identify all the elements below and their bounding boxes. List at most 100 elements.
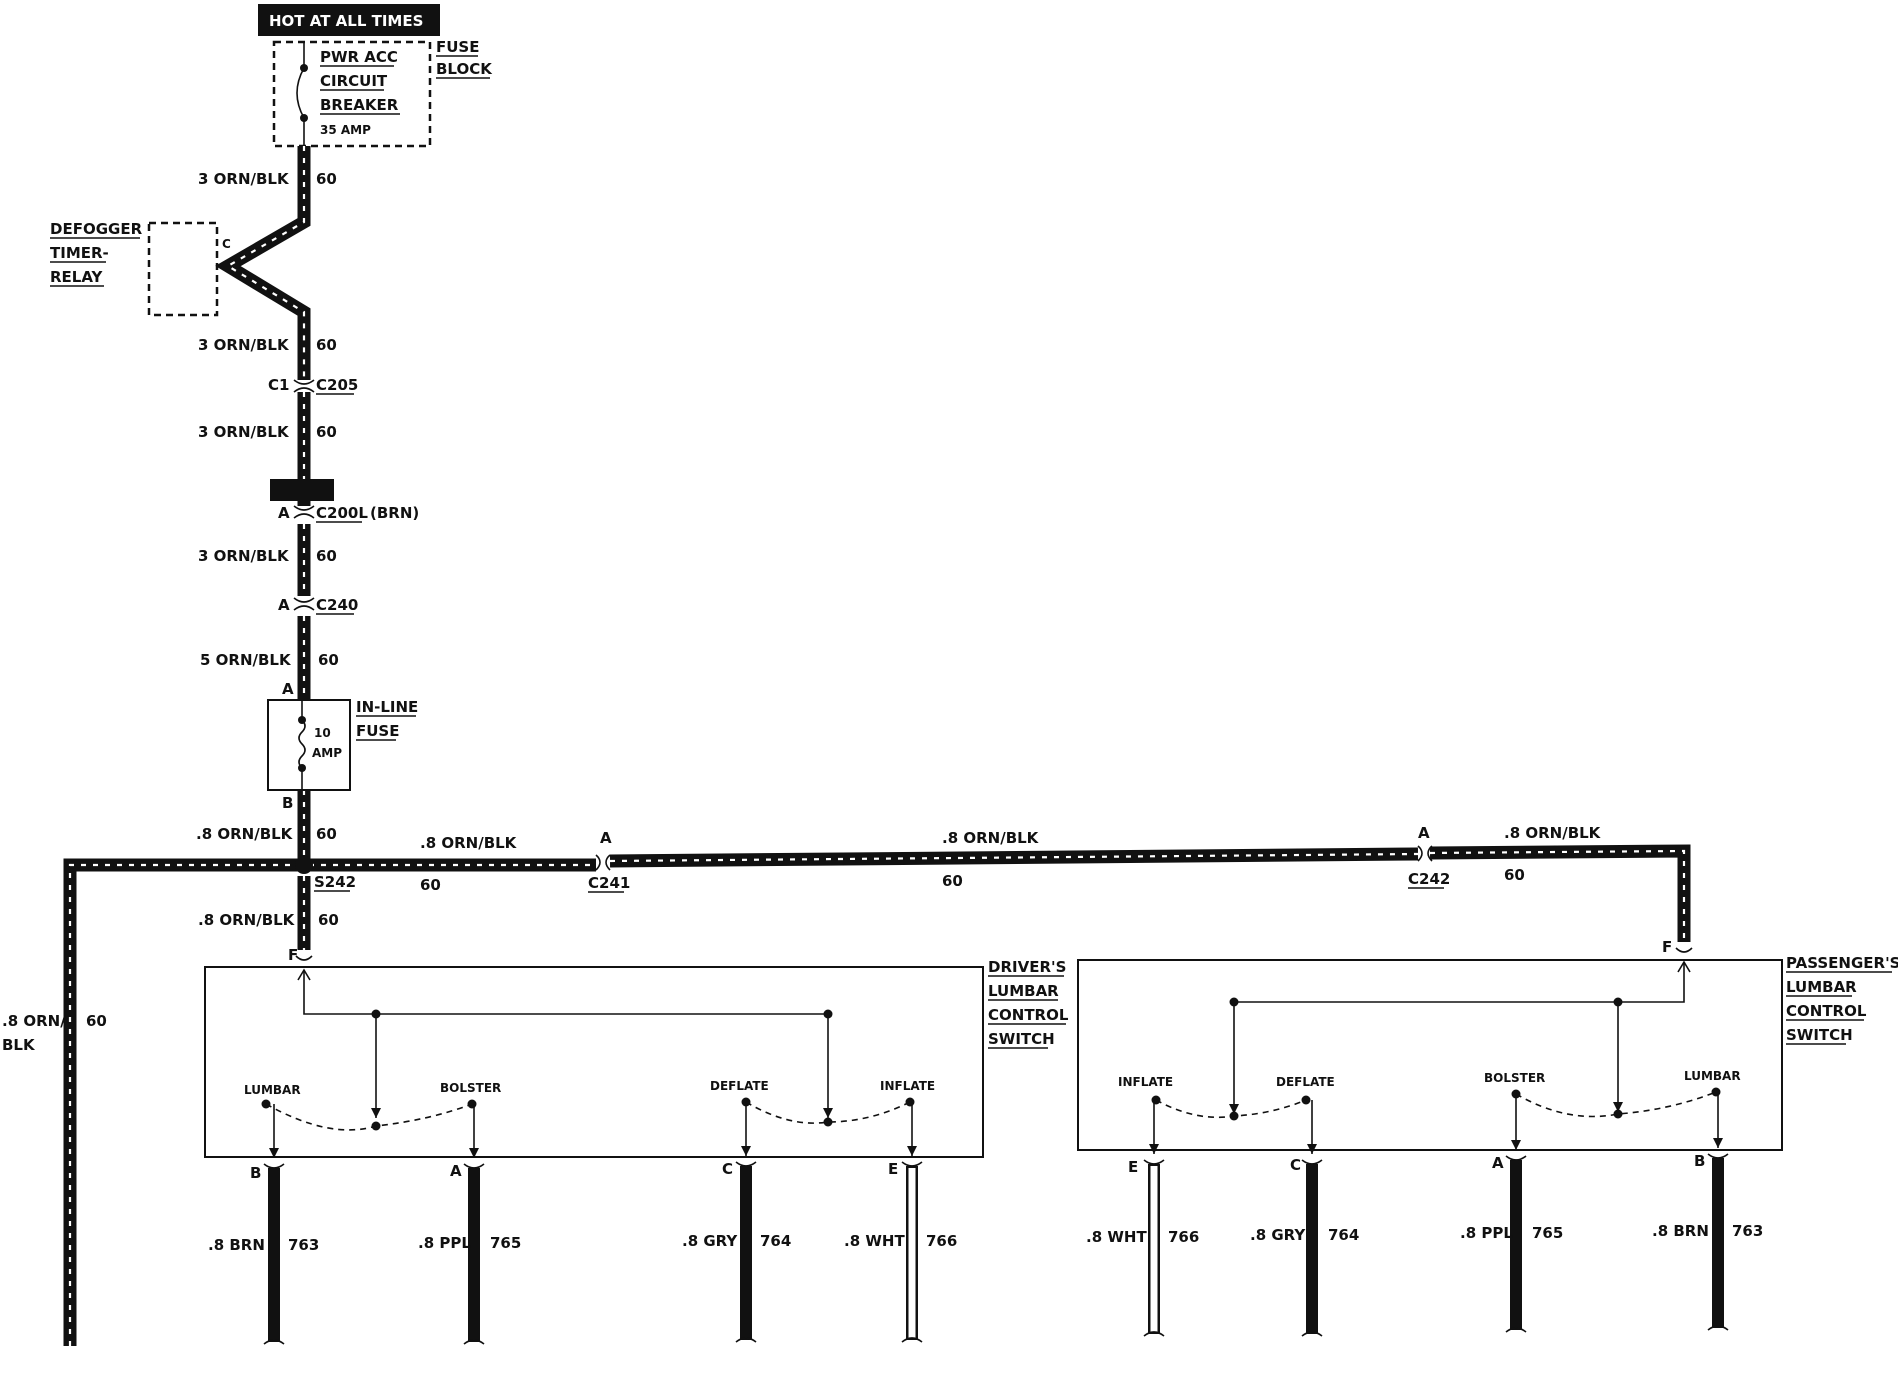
passengers-lumbar-switch: F INFLATE DEFLATE BOLSTER LUMBAR PA [1077,938,1898,1154]
connector-name: C205 [316,376,358,394]
connector-pin: C [1290,1156,1301,1174]
connector-pin: B [282,794,293,812]
circuit-number: 60 [318,651,339,669]
bus-wire: S242 .8 ORN/BLK 60 .8 ORN/BLK 60 .8 ORN/… [2,824,1691,1346]
connector-note: (BRN) [370,504,419,522]
connector-pin: B [250,1164,261,1182]
connector-pin: A [1492,1154,1504,1172]
wire-label: 3 ORN/BLK [198,170,290,188]
connector-pin: F [288,946,298,964]
breaker-label-2: CIRCUIT [320,72,388,90]
drivers-output-wires: B A C E .8 BRN 763 .8 PPL 765 .8 GRY 764… [208,1160,957,1345]
wire-label: .8 ORN/BLK [1504,824,1602,842]
connector-pin: A [278,596,290,614]
fuse-rating-unit: AMP [312,746,342,760]
connector-pin: A [450,1162,462,1180]
breaker-box [272,40,432,148]
drivers-switch-title-1: DRIVER'S [988,958,1066,976]
circuit-number: 764 [760,1232,791,1250]
wire-label: 5 ORN/BLK [200,651,292,669]
splice-s242 [295,856,313,874]
circuit-number: 60 [1504,866,1525,884]
circuit-breaker-icon [296,67,305,119]
circuit-number: 60 [942,872,963,890]
wire-label: .8 WHT [844,1232,905,1250]
breaker-label-1: PWR ACC [320,48,398,66]
drivers-switch-title-2: LUMBAR [988,982,1059,1000]
wire-label: .8 ORN/BLK [942,829,1040,847]
defogger-timer-relay: C DEFOGGER TIMER- RELAY [50,220,231,317]
circuit-number: 60 [316,170,337,188]
drivers-switch-title-3: CONTROL [988,1006,1069,1024]
drivers-switch-title-4: SWITCH [988,1030,1055,1048]
splice-name: S242 [314,873,356,891]
passengers-output-wires: E C A B .8 WHT 766 .8 GRY 764 .8 PPL 765… [1086,1152,1763,1337]
connector-name: C200L [316,504,368,522]
wire-label: .8 GRY [682,1232,738,1250]
connector-pin: C1 [268,376,289,394]
connector-name: C241 [588,874,630,892]
circuit-number: 764 [1328,1226,1359,1244]
wire-label: .8 ORN/BLK [198,911,296,929]
switch-position-bolster: BOLSTER [440,1081,501,1095]
circuit-number: 766 [1168,1228,1199,1246]
circuit-number: 60 [316,825,337,843]
connector-pin: A [1418,824,1430,842]
passengers-switch-title-2: LUMBAR [1786,978,1857,996]
circuit-number: 60 [316,547,337,565]
wire-label: .8 PPL [1460,1224,1513,1242]
circuit-number: 766 [926,1232,957,1250]
connector-c200l: A C200L (BRN) [270,479,419,523]
switch-position-inflate: INFLATE [880,1079,935,1093]
main-feed-wire: 3 ORN/BLK 60 3 ORN/BLK 60 3 ORN/BLK 60 3… [196,146,339,950]
defogger-label-2: TIMER- [50,244,109,262]
wire-label: .8 BRN [1652,1222,1709,1240]
circuit-number: 765 [490,1234,521,1252]
wire-label: .8 WHT [1086,1228,1147,1246]
defogger-label-3: RELAY [50,268,104,286]
circuit-number: 765 [1532,1224,1563,1242]
passengers-switch-title-1: PASSENGER'S [1786,954,1898,972]
defogger-label-1: DEFOGGER [50,220,143,238]
hot-at-all-times-label: HOT AT ALL TIMES [269,12,423,30]
wire-label: 3 ORN/BLK [198,423,290,441]
connector-pin: A [278,504,290,522]
wire-label: .8 ORN/BLK [196,825,294,843]
connector-pin: B [1694,1152,1705,1170]
connector-name: C240 [316,596,358,614]
connector-pin: C [722,1160,733,1178]
circuit-number: 60 [316,423,337,441]
switch-position-deflate: DEFLATE [1276,1075,1335,1089]
circuit-number: 60 [420,876,441,894]
wire-label: BLK [2,1036,36,1054]
connector-pin: C [222,237,231,251]
breaker-label-3: BREAKER [320,96,399,114]
breaker-rating: 35 AMP [320,123,371,137]
wire-label: .8 PPL [418,1234,471,1252]
power-source: HOT AT ALL TIMES PWR ACC CIRCUIT BREAKER… [258,4,493,148]
circuit-number: 60 [318,911,339,929]
fuse-block-label-1: FUSE [436,38,479,56]
circuit-number: 60 [316,336,337,354]
connector-pin: A [600,829,612,847]
connector-name: C242 [1408,870,1450,888]
wire-label: .8 ORN/BLK [420,834,518,852]
drivers-lumbar-switch: F LUMBAR BOLSTER DEFLATE INFLATE [204,946,1069,1158]
fuse-icon [298,719,306,769]
wire-label: 3 ORN/BLK [198,547,290,565]
fuse-block-label-2: BLOCK [436,60,493,78]
inline-fuse: 10 AMP A B IN-LINE FUSE [267,680,418,812]
circuit-number: 763 [288,1236,319,1254]
circuit-number: 763 [1732,1222,1763,1240]
wire-label: .8 ORN/ [2,1012,66,1030]
switch-position-lumbar: LUMBAR [1684,1069,1741,1083]
passengers-switch-title-3: CONTROL [1786,1002,1867,1020]
circuit-number: 60 [86,1012,107,1030]
inline-fuse-label-2: FUSE [356,722,399,740]
connector-c240: A C240 [278,596,358,615]
wire-label: .8 BRN [208,1236,265,1254]
wire-label: 3 ORN/BLK [198,336,290,354]
inline-fuse-label-1: IN-LINE [356,698,418,716]
connector-c205: C1 C205 [268,376,358,395]
